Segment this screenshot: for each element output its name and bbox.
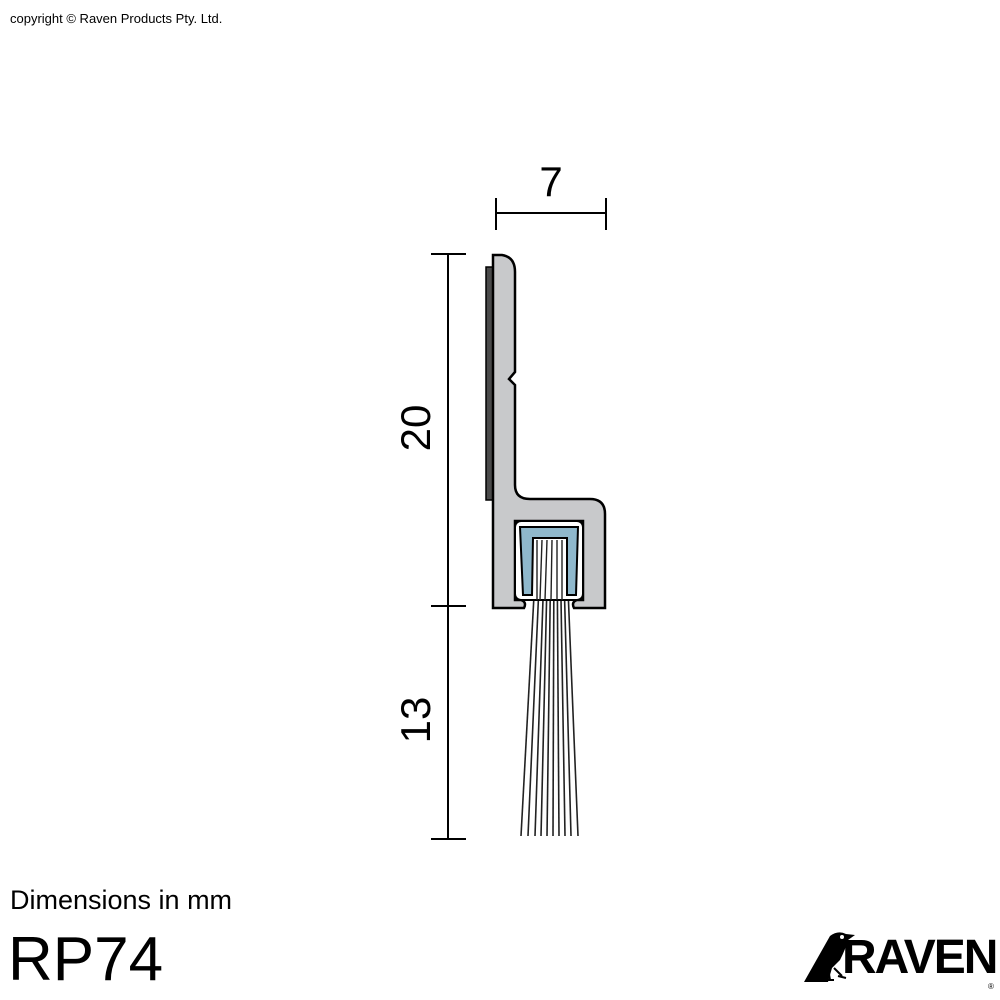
raven-bird-icon bbox=[804, 932, 855, 982]
brush-bristles-root bbox=[536, 539, 563, 601]
width-dimension bbox=[495, 198, 607, 230]
model-number: RP74 bbox=[8, 925, 164, 994]
profile-height-label: 20 bbox=[392, 405, 439, 452]
dimensions-note: Dimensions in mm bbox=[10, 885, 233, 915]
registered-mark: ® bbox=[988, 982, 994, 991]
raven-logo-text: RAVEN bbox=[842, 931, 998, 984]
width-label: 7 bbox=[539, 158, 562, 205]
height-dimension bbox=[431, 253, 466, 840]
brush-insert bbox=[518, 526, 580, 596]
brush-length-label: 13 bbox=[392, 697, 439, 744]
copyright-text: copyright © Raven Products Pty. Ltd. bbox=[10, 11, 223, 26]
raven-logo: RAVEN ® bbox=[802, 928, 998, 992]
